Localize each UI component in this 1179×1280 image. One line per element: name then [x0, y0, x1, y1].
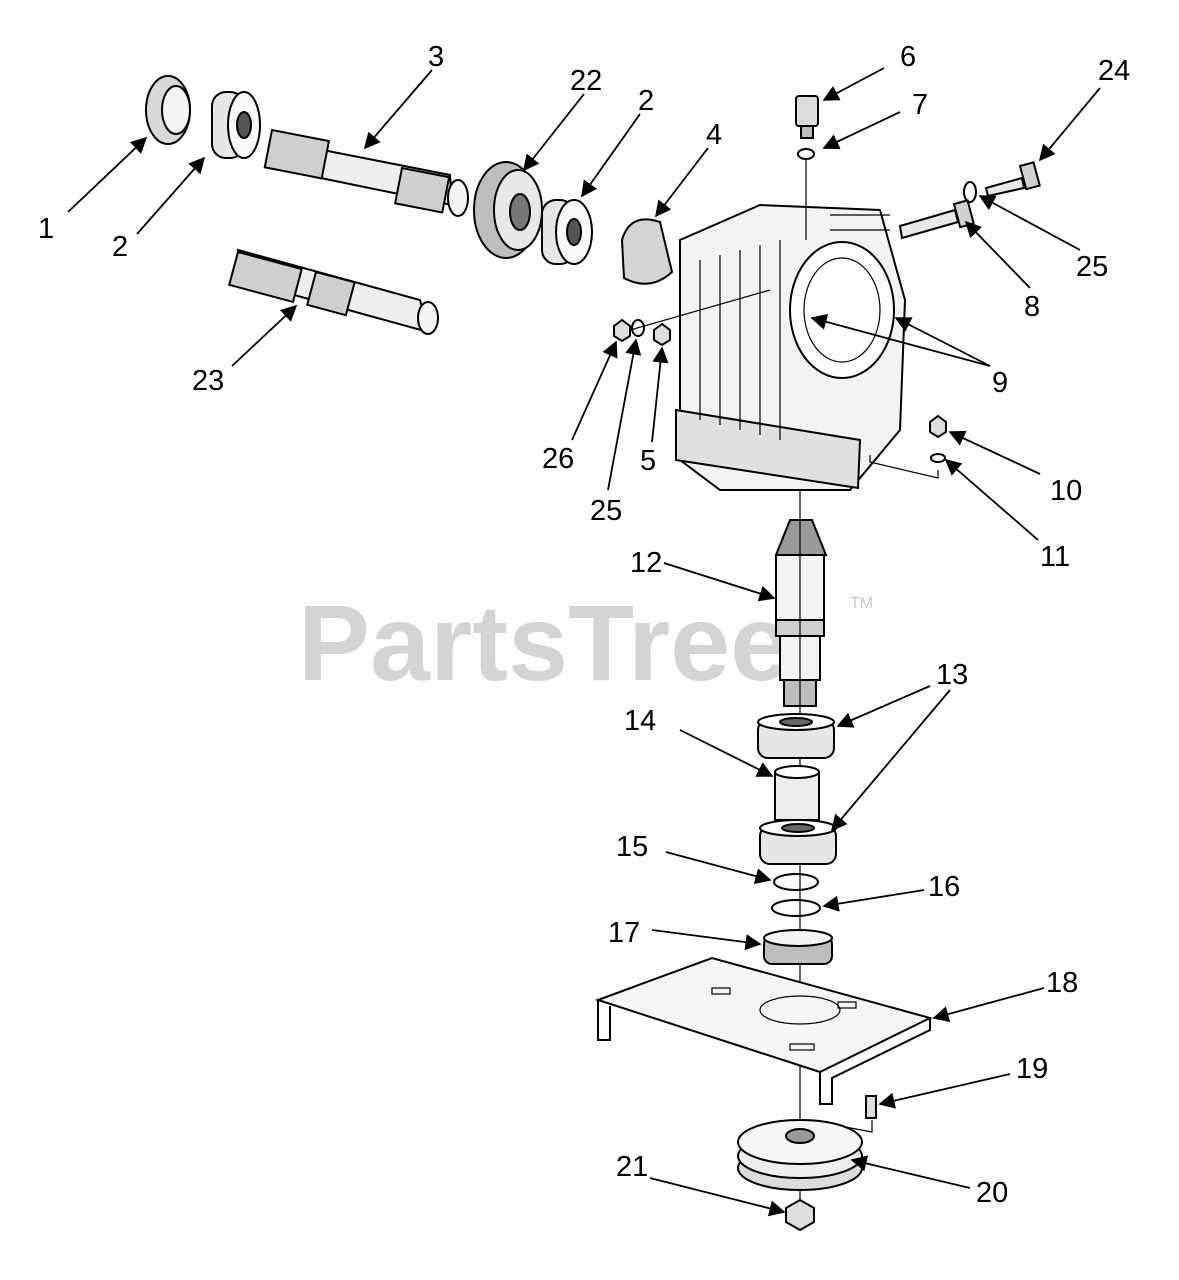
leader-10 — [948, 430, 1041, 475]
leader-4 — [655, 147, 709, 218]
callout-6: 6 — [900, 41, 916, 73]
callout-9: 9 — [992, 367, 1008, 399]
leader-9a — [810, 313, 991, 367]
callout-4: 4 — [706, 119, 722, 151]
callout-5: 5 — [640, 445, 656, 477]
callout-21: 21 — [616, 1151, 648, 1183]
part-19-key — [865, 1095, 877, 1119]
leader-lines — [67, 67, 1101, 1217]
leader-2b — [581, 113, 641, 198]
callout-13: 13 — [936, 659, 968, 691]
part-6-plug — [795, 95, 819, 139]
part-1-seal — [145, 75, 191, 145]
leader-20 — [850, 1155, 971, 1189]
callout-20: 20 — [976, 1177, 1008, 1209]
callout-25b: 25 — [1076, 251, 1108, 283]
callout-10: 10 — [1050, 475, 1082, 507]
part-3-shaft — [263, 128, 469, 217]
part-22-gear — [473, 161, 543, 259]
part-21-nut — [785, 1198, 815, 1232]
gearbox-housing — [675, 203, 907, 491]
part-5-nut — [653, 322, 671, 347]
leader-7 — [822, 111, 901, 150]
part-7-washer — [797, 148, 815, 160]
callout-19: 19 — [1016, 1053, 1048, 1085]
callout-12: 12 — [630, 547, 662, 579]
part-13-bearing-upper — [757, 713, 835, 759]
part-4-cap — [620, 218, 674, 285]
callout-14: 14 — [624, 705, 656, 737]
callout-18: 18 — [1046, 967, 1078, 999]
leader-17 — [651, 929, 762, 951]
leader-9b — [894, 317, 991, 367]
fastener-axis-10 — [869, 455, 939, 479]
part-12-pinion-shaft — [774, 519, 828, 707]
leader-11 — [944, 458, 1039, 541]
callout-17: 17 — [608, 917, 640, 949]
leader-22 — [522, 93, 585, 172]
part-8-bolt — [898, 199, 975, 240]
leader-24 — [1038, 87, 1101, 162]
leader-25b — [978, 195, 1081, 251]
callout-1: 1 — [38, 213, 54, 245]
leader-1 — [67, 136, 148, 213]
part-17-seal — [763, 929, 833, 965]
part-26-nut — [613, 318, 631, 343]
callout-25a: 25 — [590, 495, 622, 527]
leader-23 — [231, 304, 298, 367]
part-25-washer-right — [963, 181, 977, 203]
callout-22: 22 — [570, 65, 602, 97]
part-20-pulley — [737, 1119, 863, 1191]
leader-21 — [649, 1177, 786, 1217]
callout-8: 8 — [1024, 291, 1040, 323]
callout-3: 3 — [428, 41, 444, 73]
leader-8 — [964, 220, 1031, 289]
part-18-mounting-plate — [594, 956, 933, 1105]
callout-2b: 2 — [638, 85, 654, 117]
leader-5 — [651, 346, 669, 443]
callout-26: 26 — [542, 443, 574, 475]
callout-15: 15 — [616, 831, 648, 863]
part-16-ring — [771, 899, 821, 917]
part-14-spacer — [774, 765, 820, 821]
fastener-axis-5 — [629, 289, 771, 331]
leader-18 — [932, 987, 1045, 1022]
leader-15 — [665, 851, 772, 885]
leader-3 — [363, 69, 433, 150]
part-2-bearing-right — [541, 199, 593, 265]
callout-16: 16 — [928, 871, 960, 903]
part-13-bearing-lower — [759, 819, 837, 865]
leader-14 — [679, 729, 774, 777]
leader-13a — [836, 685, 931, 728]
watermark-trademark: TM — [850, 595, 873, 612]
leader-13b — [830, 689, 951, 832]
part-23-shaft — [227, 248, 439, 335]
callout-24: 24 — [1098, 55, 1130, 87]
part-10-nut — [929, 414, 947, 439]
watermark-text: PartsTree — [298, 582, 790, 703]
leader-2a — [136, 156, 206, 235]
leader-26 — [571, 340, 618, 441]
callout-23: 23 — [192, 365, 224, 397]
part-2-bearing-left — [211, 91, 261, 159]
callout-2a: 2 — [112, 231, 128, 263]
callout-labels: 1 2 3 22 2 4 6 7 24 25 8 9 23 26 25 5 10… — [38, 41, 1130, 1209]
leader-12 — [663, 562, 776, 602]
part-15-ring — [773, 873, 819, 891]
leader-25a — [607, 338, 642, 491]
callout-11: 11 — [1040, 541, 1070, 573]
leader-6 — [822, 67, 885, 101]
part-11-washer — [930, 453, 946, 463]
part-24-bolt — [984, 161, 1041, 198]
leader-19 — [878, 1073, 1011, 1109]
callout-7: 7 — [912, 89, 928, 121]
leader-16 — [822, 889, 925, 912]
